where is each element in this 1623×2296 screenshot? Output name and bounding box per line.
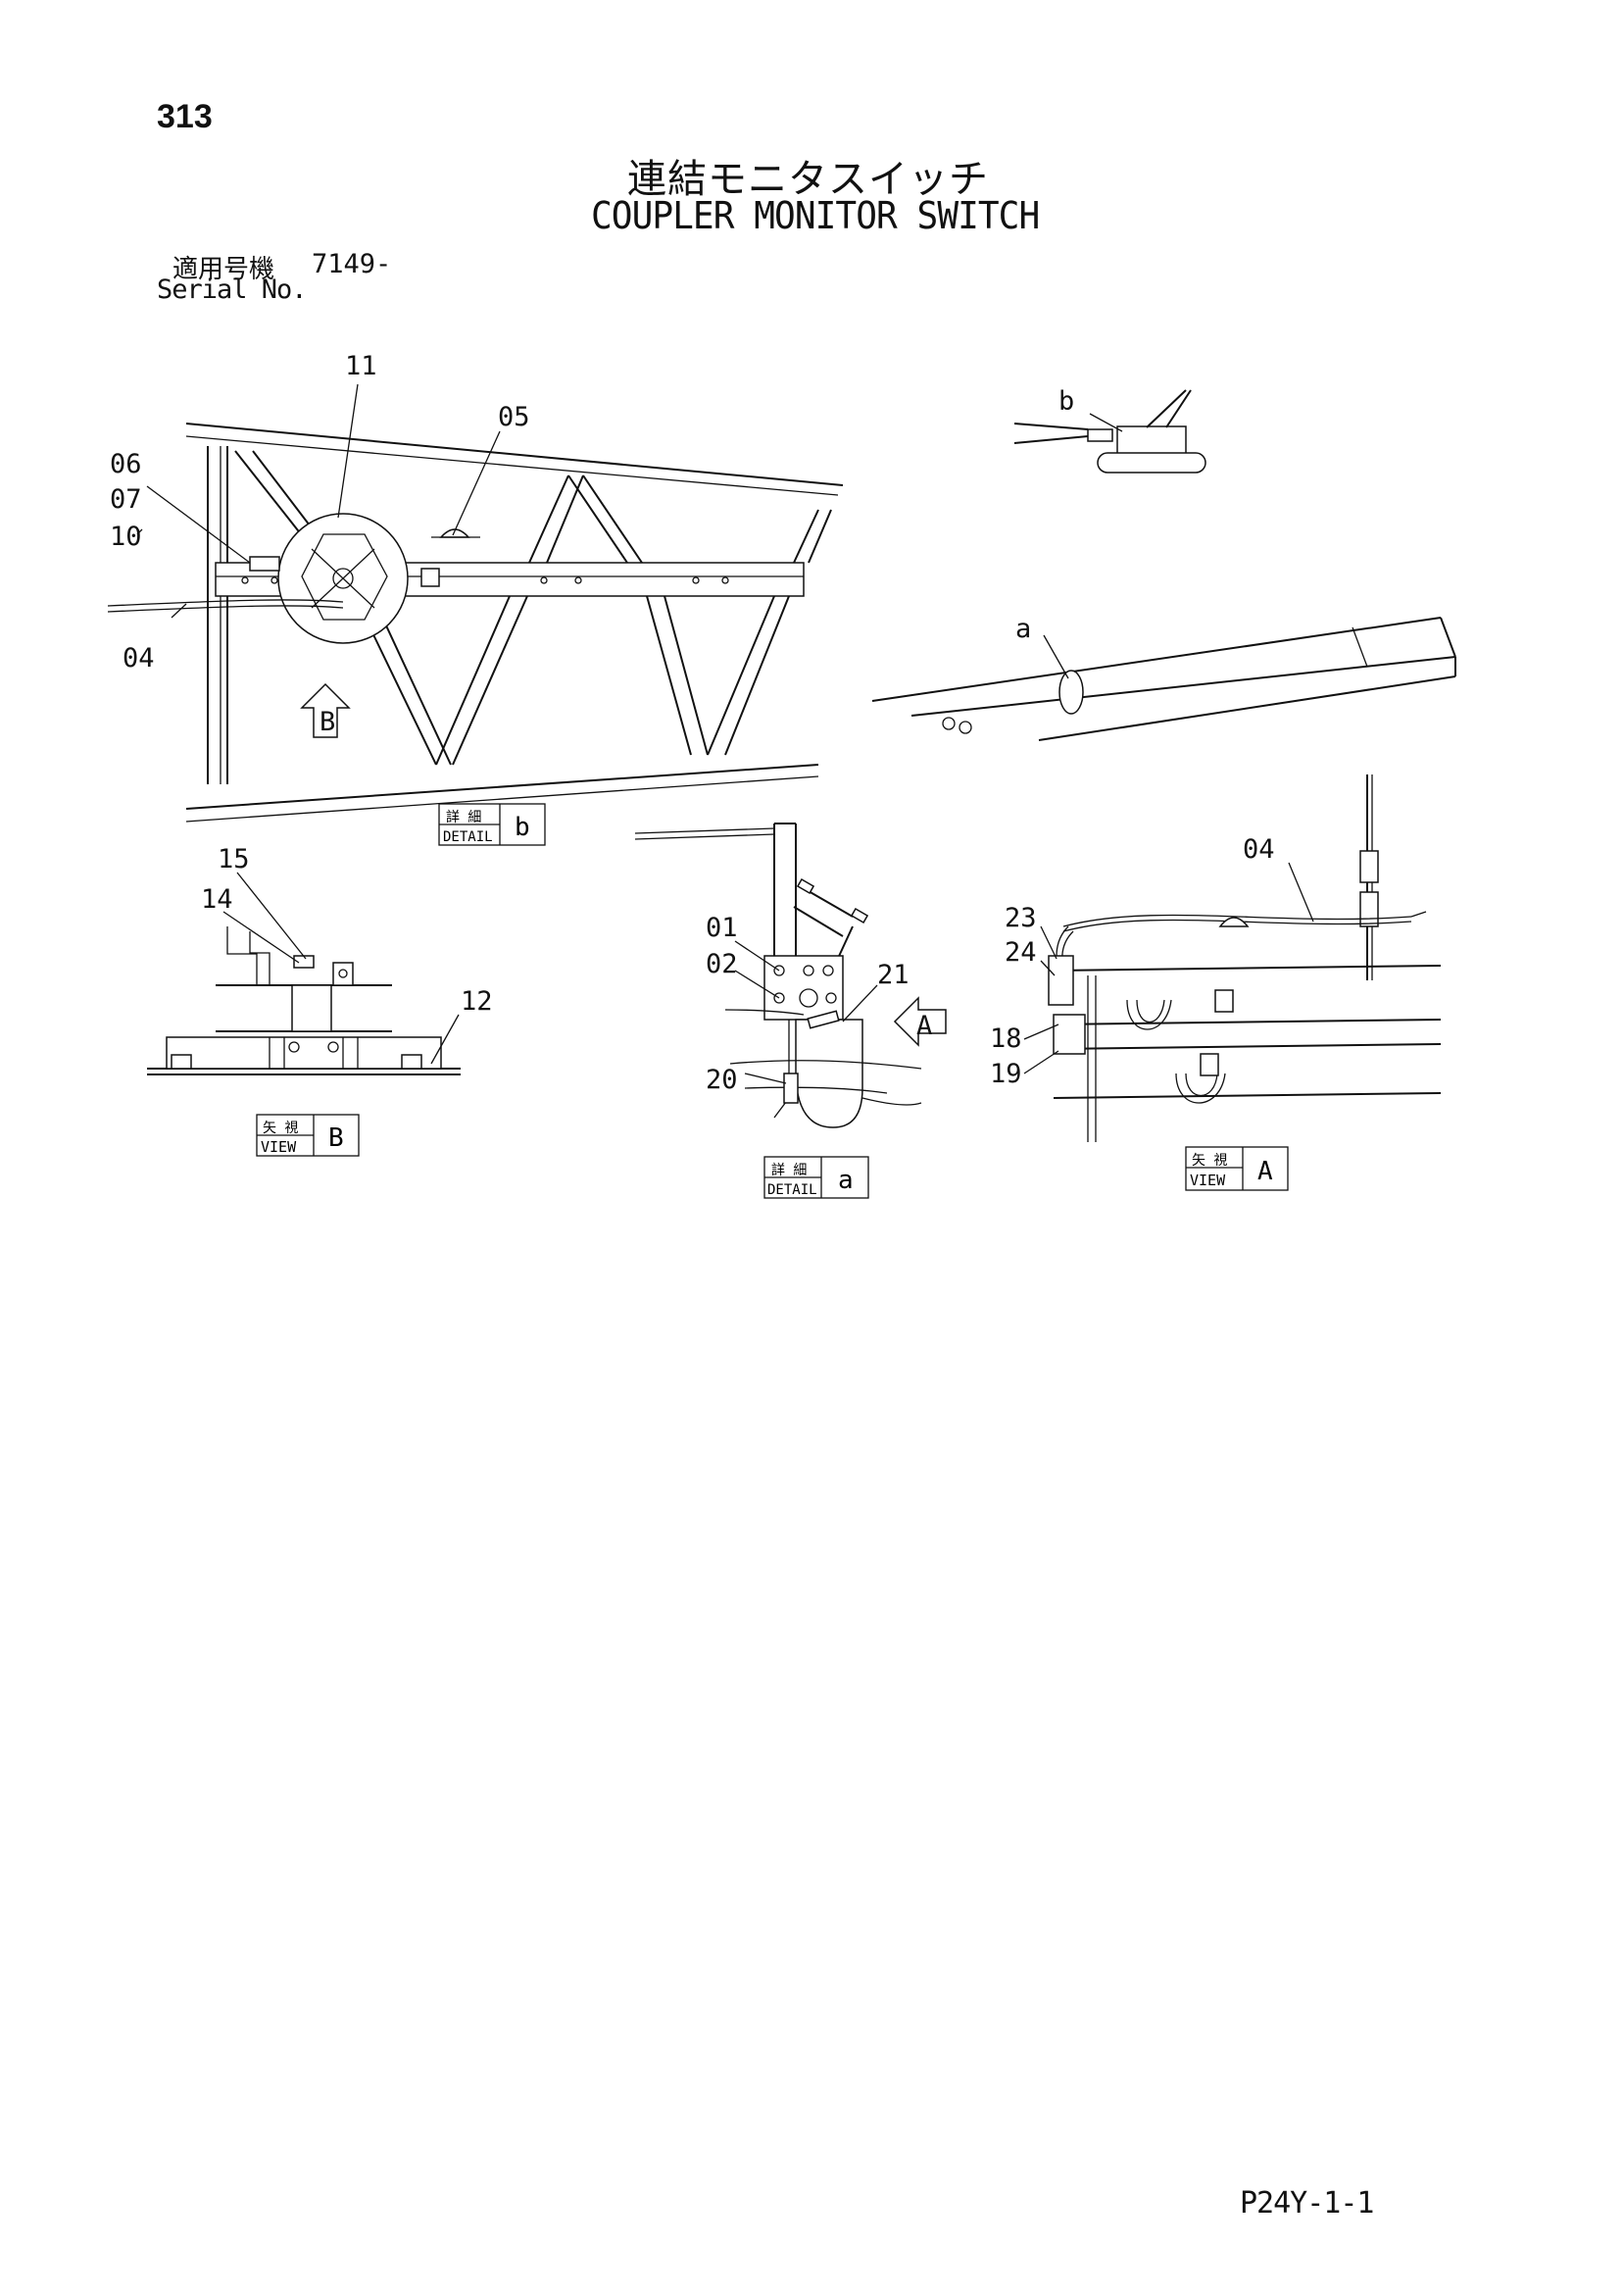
callout-10: 10: [110, 522, 142, 552]
drawing-code: P24Y-1-1: [1240, 2186, 1374, 2221]
view-a-label-en: VIEW: [1190, 1172, 1226, 1189]
detail-a-drawing: [634, 823, 947, 1128]
callout-24: 24: [1005, 937, 1037, 968]
callout-04-view-a: 04: [1243, 834, 1275, 865]
detail-a-label-jp: 詳 細: [771, 1163, 807, 1178]
detail-b-label-jp: 詳 細: [446, 810, 481, 825]
boom-lattice-drawing: [107, 423, 844, 823]
view-arrow-a-letter: A: [916, 1011, 932, 1041]
serial-label-english: Serial No.: [157, 275, 308, 305]
callout-02: 02: [706, 949, 738, 979]
view-b-drawing: [147, 872, 461, 1075]
callout-01: 01: [706, 913, 738, 943]
view-b-box: [256, 1114, 360, 1157]
callout-04: 04: [123, 643, 155, 674]
view-b-ref: B: [328, 1123, 344, 1153]
callout-19: 19: [990, 1059, 1022, 1089]
serial-label-japanese: 適用号機: [172, 255, 275, 284]
boom-side-view-drawing: [871, 617, 1456, 741]
page-number: 313: [157, 98, 213, 135]
callout-06: 06: [110, 449, 142, 479]
callout-14: 14: [201, 884, 233, 915]
detail-b-ref: b: [515, 813, 530, 842]
detail-a-box: [763, 1156, 869, 1199]
title-japanese: 連結モニタスイッチ: [627, 157, 989, 202]
callout-21: 21: [877, 960, 910, 990]
view-b-label-jp: 矢 視: [263, 1121, 298, 1136]
view-a-label-jp: 矢 視: [1192, 1153, 1227, 1169]
callout-05: 05: [498, 402, 530, 432]
leader-lines-main: [136, 383, 501, 619]
callout-23: 23: [1005, 903, 1037, 933]
view-b-label-en: VIEW: [261, 1138, 297, 1156]
view-a-ref: A: [1257, 1157, 1273, 1186]
detail-b-label-en: DETAIL: [443, 829, 493, 845]
detail-a-marker: a: [1015, 614, 1031, 644]
view-arrow-b-letter: B: [320, 707, 335, 737]
detail-b-box: [438, 803, 546, 846]
detail-a-ref: a: [838, 1166, 854, 1195]
title-english: COUPLER MONITOR SWITCH: [591, 194, 1040, 237]
callout-15: 15: [218, 844, 250, 874]
callout-18: 18: [990, 1023, 1022, 1054]
serial-value: 7149-: [312, 249, 392, 279]
machine-overview-drawing: [1013, 389, 1206, 474]
callout-12: 12: [461, 986, 493, 1017]
callout-11: 11: [345, 351, 377, 381]
view-a-box: [1185, 1146, 1289, 1191]
detail-a-label-en: DETAIL: [767, 1182, 817, 1198]
callout-20: 20: [706, 1065, 738, 1095]
detail-b-marker: b: [1058, 386, 1074, 417]
callout-07: 07: [110, 484, 142, 515]
view-a-drawing: [1023, 774, 1442, 1142]
